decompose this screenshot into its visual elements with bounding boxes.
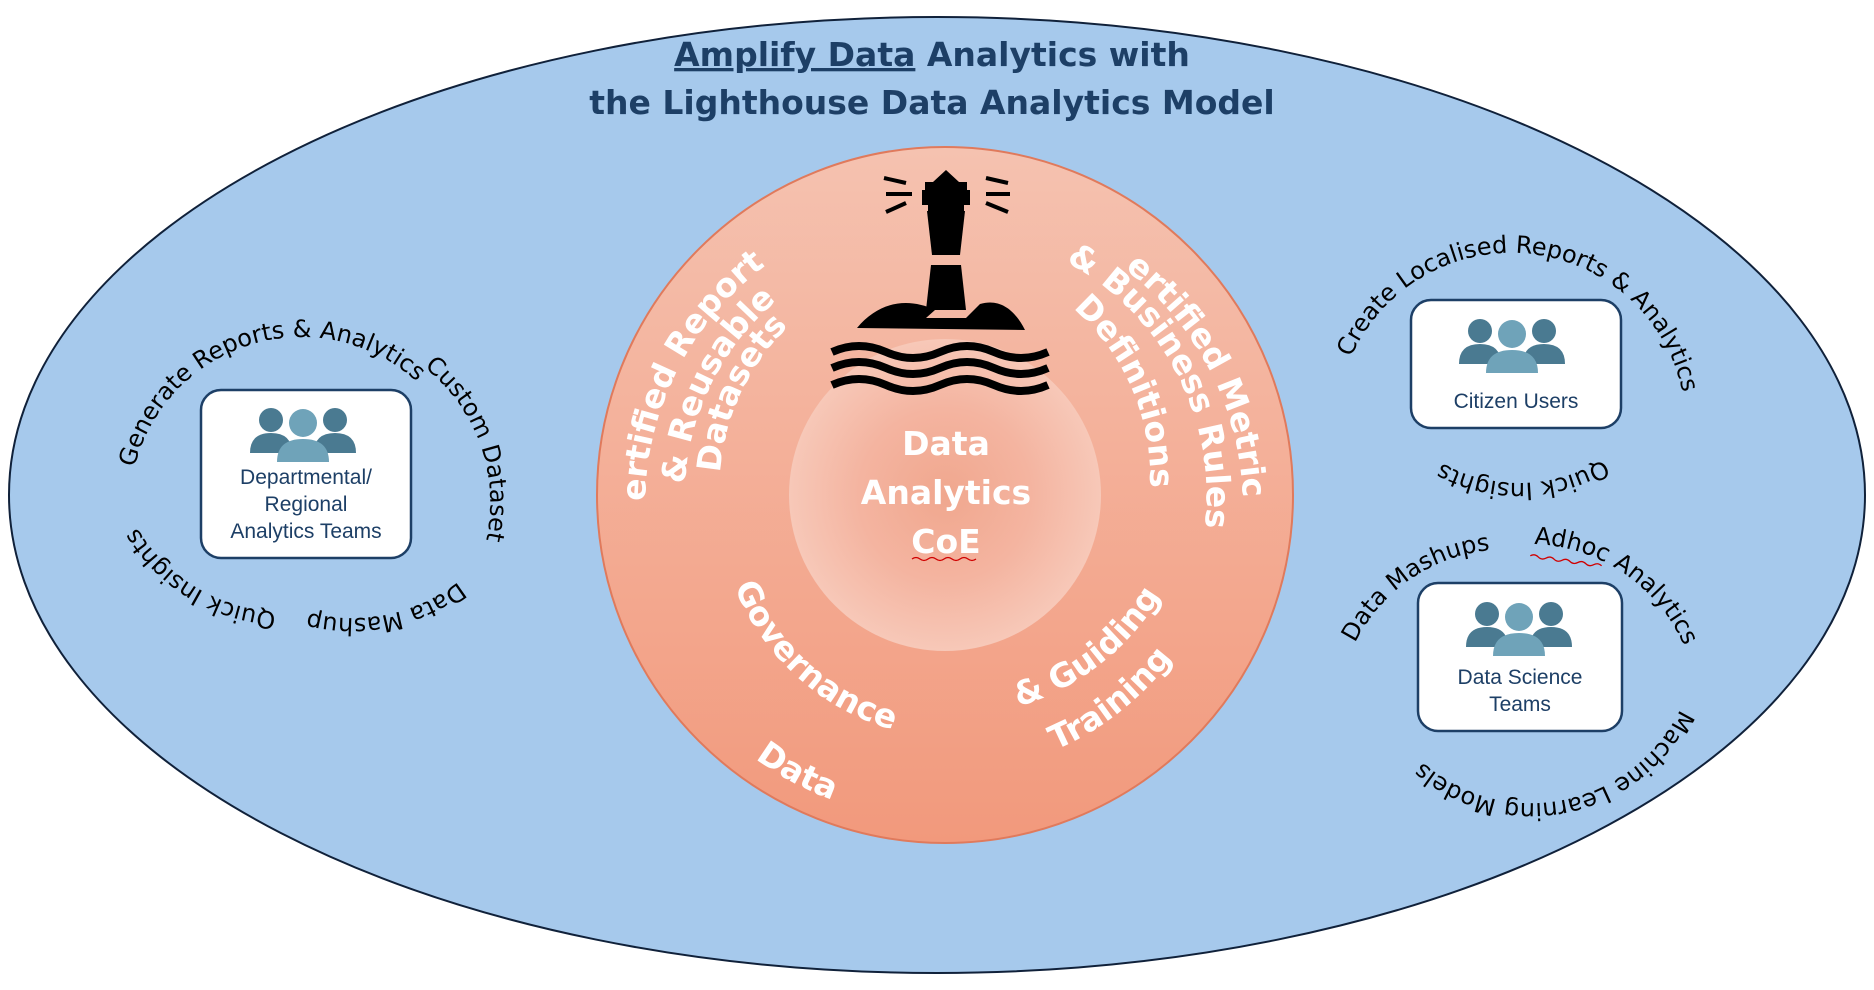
citizen-label: Citizen Users bbox=[1454, 390, 1579, 413]
spelling-underline bbox=[1529, 554, 1603, 567]
spelling-underline bbox=[911, 556, 977, 562]
core-line-2: Analytics bbox=[861, 473, 1031, 512]
data-science-box bbox=[1416, 581, 1624, 733]
title-line-2: the Lighthouse Data Analytics Model bbox=[589, 83, 1274, 122]
people-group-icon bbox=[250, 408, 356, 462]
title-rest: Analytics with bbox=[915, 35, 1189, 74]
data-science-label-2: Teams bbox=[1489, 693, 1551, 716]
title-line-1: Amplify Data Analytics with bbox=[674, 35, 1190, 74]
lighthouse-icon bbox=[830, 170, 1050, 395]
coe-core bbox=[789, 339, 1101, 651]
departmental-label-3: Analytics Teams bbox=[230, 520, 381, 543]
title-underlined: Amplify Data bbox=[674, 35, 915, 74]
core-line-3: CoE bbox=[911, 522, 980, 561]
departmental-label-2: Regional bbox=[265, 493, 348, 516]
people-group-icon bbox=[1466, 602, 1572, 656]
departmental-box bbox=[199, 388, 413, 560]
core-line-1: Data bbox=[902, 424, 990, 463]
people-group-icon bbox=[1459, 319, 1565, 373]
data-science-label-1: Data Science bbox=[1458, 666, 1583, 689]
departmental-label-1: Departmental/ bbox=[240, 466, 372, 489]
